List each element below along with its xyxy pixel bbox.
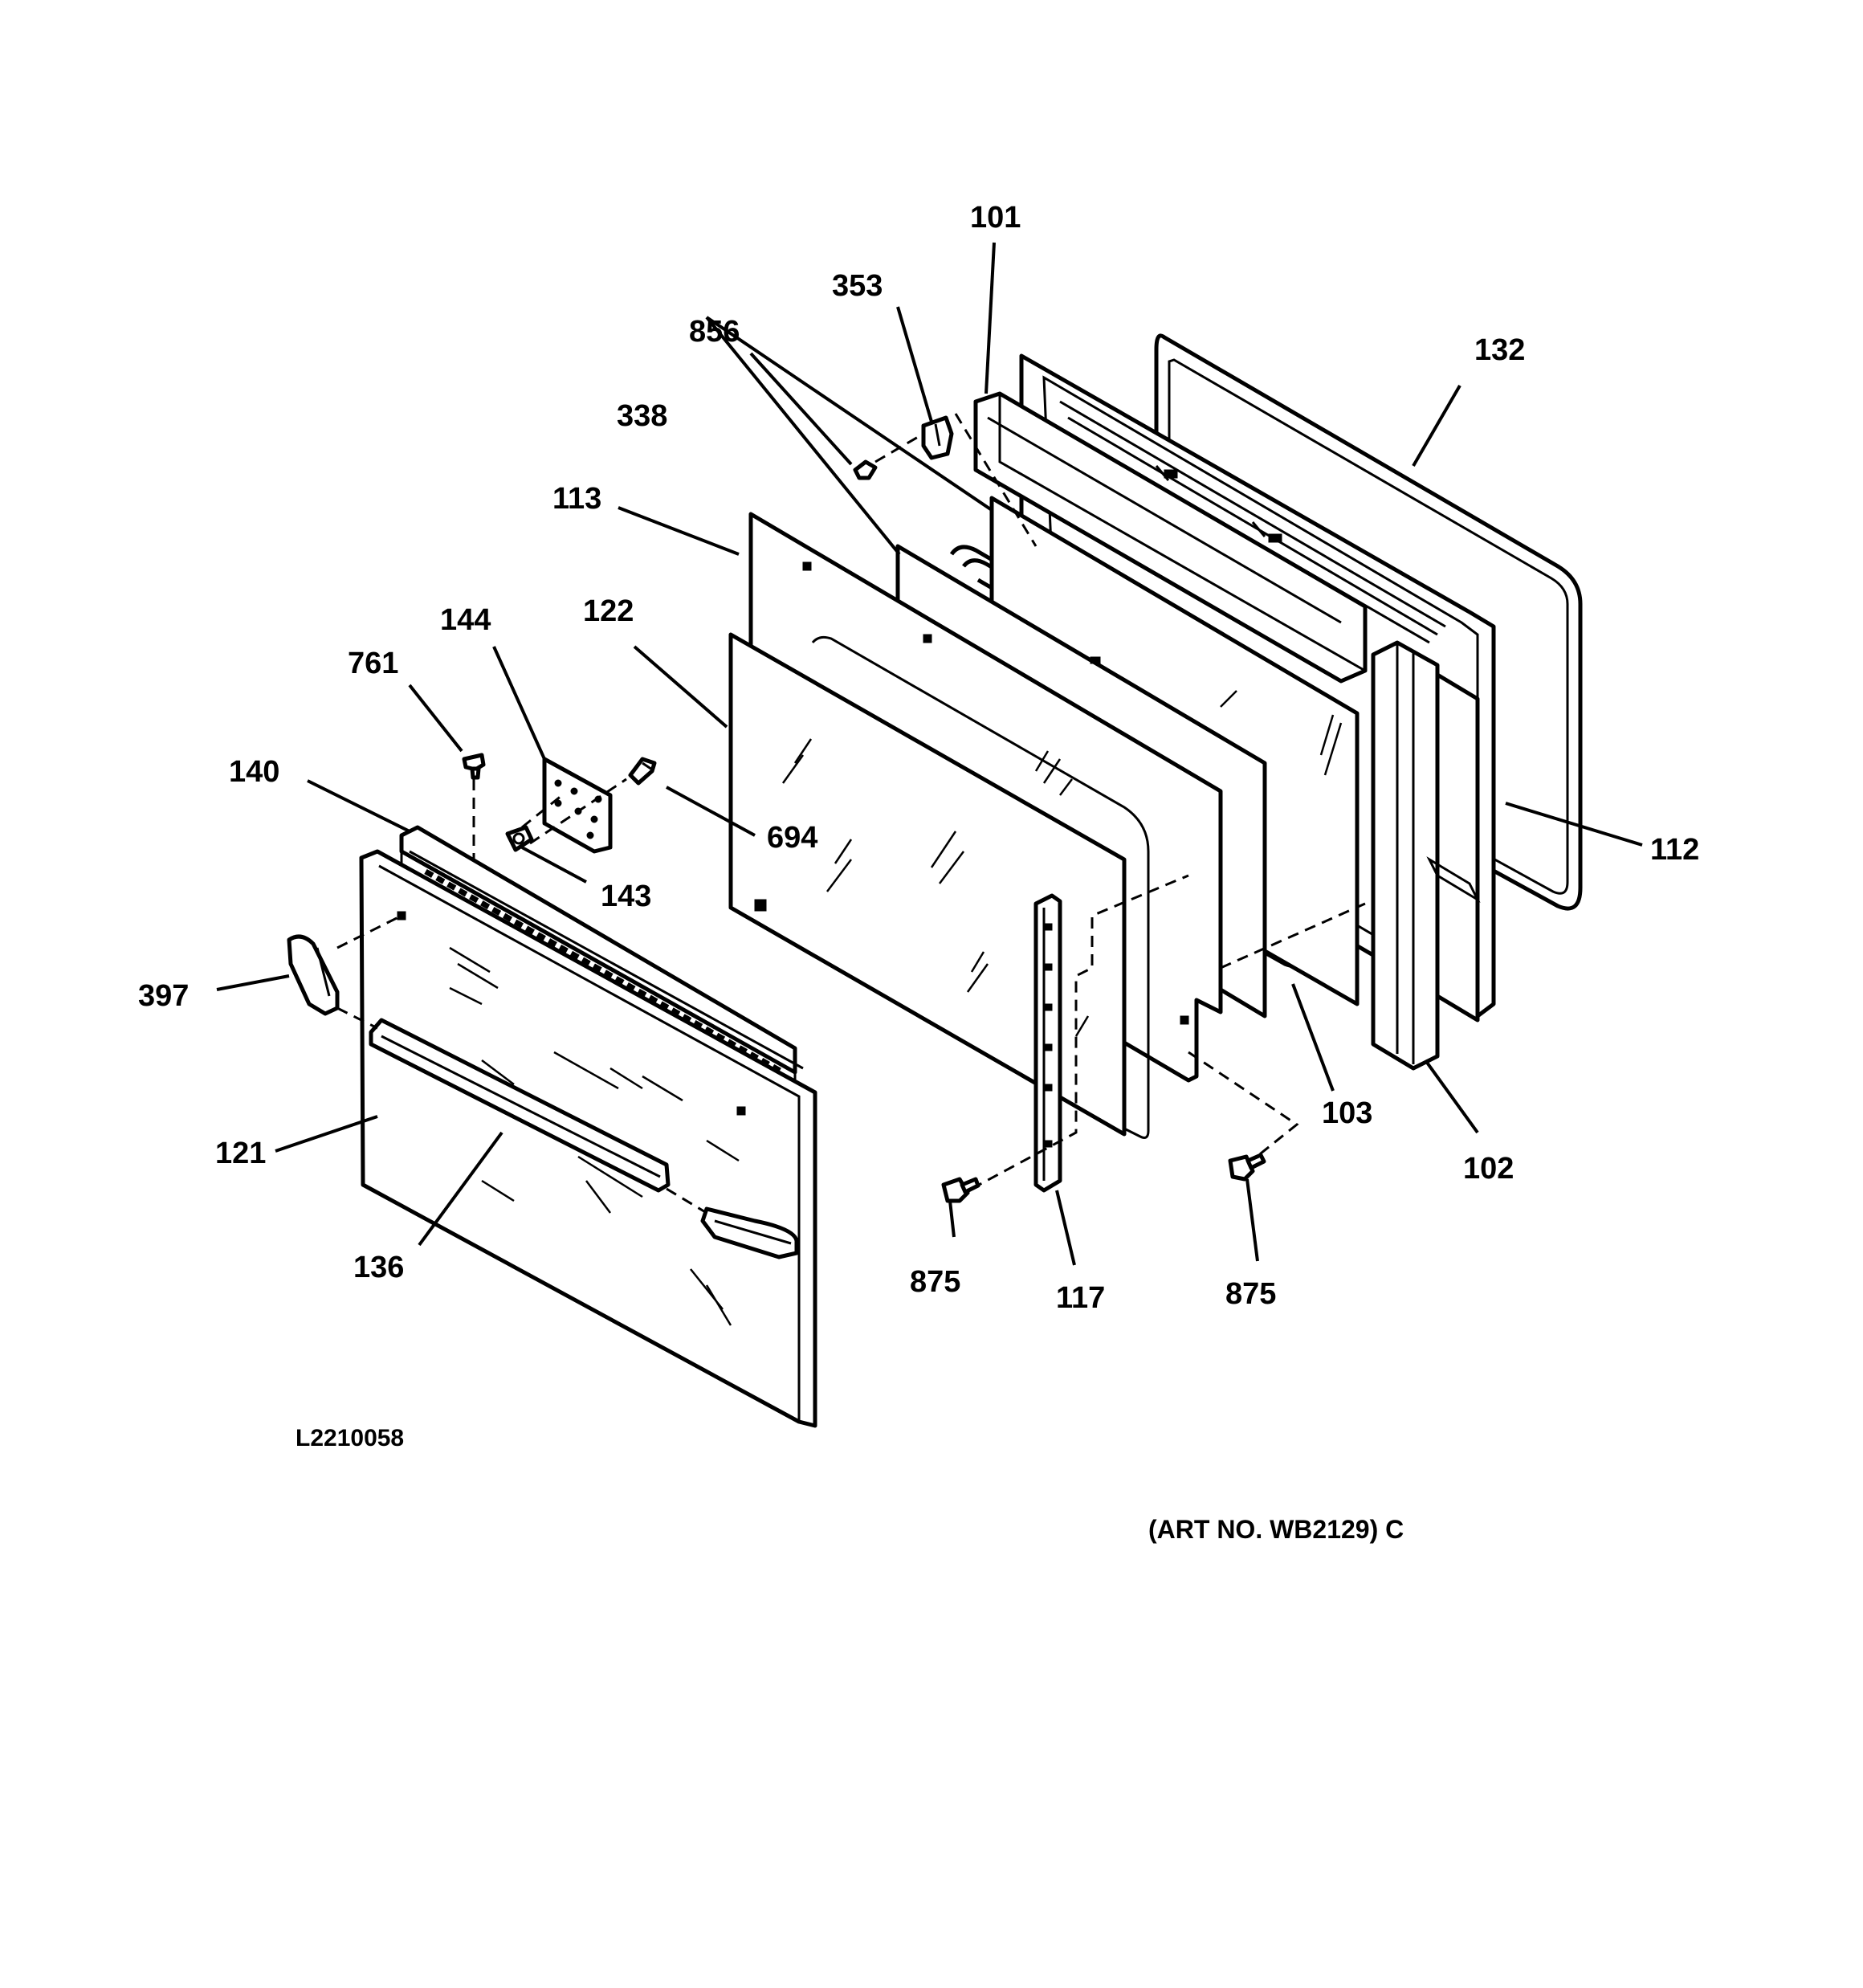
part-143-spacer: [505, 825, 534, 852]
part-353-clip: [921, 415, 954, 460]
leader-lines: [216, 242, 1643, 1266]
part-875-screw-right: [1228, 1153, 1266, 1182]
callout-875-right: 875: [1225, 1277, 1276, 1311]
callout-140: 140: [229, 755, 279, 789]
figure-id: L2210058: [296, 1425, 404, 1451]
part-856-screw: [853, 459, 878, 480]
callout-102: 102: [1463, 1152, 1514, 1186]
part-694-screw: [628, 757, 657, 786]
callout-875-left: 875: [910, 1265, 960, 1299]
callout-121: 121: [215, 1137, 266, 1170]
callout-136: 136: [353, 1251, 404, 1284]
callout-856: 856: [689, 315, 740, 349]
callout-694: 694: [767, 821, 817, 855]
callout-132: 132: [1474, 333, 1525, 367]
part-102-side-frame: [1371, 640, 1481, 1071]
vent-slots: [424, 868, 785, 1076]
callout-761: 761: [348, 647, 398, 680]
callout-117: 117: [1056, 1281, 1105, 1315]
part-136-door-handle: [369, 1018, 671, 1193]
callout-113: 113: [552, 482, 601, 516]
part-122-window-glass: [728, 632, 1150, 1139]
callout-101: 101: [970, 201, 1021, 235]
callout-labels: 101 353 856 132 338 113 122 144 761 140 …: [138, 201, 1699, 1315]
part-397-handle-end-cap: [287, 934, 799, 1259]
part-117-hinge-channel: [1033, 893, 1062, 1193]
callout-143: 143: [601, 880, 651, 913]
callout-397: 397: [138, 979, 189, 1013]
callout-122: 122: [583, 594, 634, 628]
callout-353: 353: [832, 269, 883, 303]
assembly-lines: [336, 413, 1366, 1214]
callout-144: 144: [440, 603, 491, 637]
callout-338: 338: [617, 399, 667, 433]
art-number: (ART NO. WB2129) C: [1148, 1515, 1404, 1544]
part-761-screw: [462, 753, 486, 780]
callout-103: 103: [1322, 1096, 1372, 1130]
part-144-hinge-plate: [542, 757, 613, 854]
part-875-screw-left: [941, 1177, 980, 1203]
callout-112: 112: [1650, 833, 1699, 867]
